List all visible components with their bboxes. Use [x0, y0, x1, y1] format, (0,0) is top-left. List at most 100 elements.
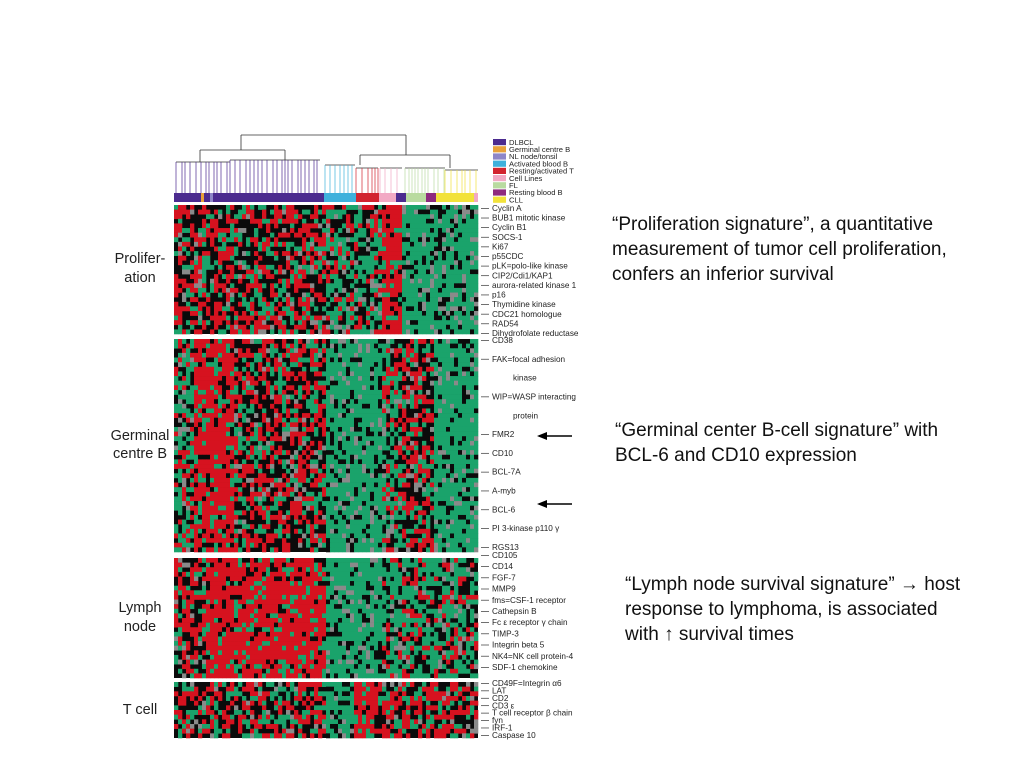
left-arrow-icon — [537, 432, 572, 440]
legend-label: NL node/tonsil — [509, 152, 558, 161]
gene-label: WIP=WASP interacting — [492, 392, 576, 401]
gene-label: CD10 — [492, 449, 513, 458]
gene-label: Thymidine kinase — [492, 300, 556, 309]
sample-bar-segment — [204, 193, 210, 202]
gene-label: RAD54 — [492, 319, 519, 328]
gene-label: PI 3-kinase p110 γ — [492, 524, 560, 533]
legend-swatch — [493, 160, 506, 167]
sample-bar-segment — [210, 193, 213, 202]
left-arrow-icon — [537, 500, 572, 508]
sample-type-bar — [174, 193, 478, 202]
gene-label: Fc ε receptor γ chain — [492, 618, 568, 627]
heatmap-block — [174, 558, 479, 679]
gene-label: Dihydrofolate reductase — [492, 329, 579, 338]
germinal-center-annotation: “Germinal center B-cell signature” with … — [615, 420, 939, 466]
legend-label: CLL — [509, 195, 523, 204]
gene-label: LAT — [492, 686, 506, 695]
gene-label: CD38 — [492, 336, 513, 345]
proliferation-annotation: “Proliferation signature”, a quantitativ… — [612, 214, 947, 285]
gene-label: Cyclin B1 — [492, 223, 527, 232]
dendrogram-cluster — [324, 164, 355, 193]
gene-label: pLK=polo-like kinase — [492, 262, 568, 271]
gene-label: Cathepsin B — [492, 607, 537, 616]
sample-bar-segment — [396, 193, 406, 202]
section-label: node — [124, 619, 156, 635]
sample-bar-segment — [474, 193, 478, 202]
gene-label: kinase — [513, 374, 537, 383]
sample-bar-segment — [201, 193, 204, 202]
gene-label: RGS13 — [492, 543, 519, 552]
gene-label: Caspase 10 — [492, 731, 536, 740]
dendrogram-branch — [199, 149, 451, 168]
dendrogram-cluster — [379, 167, 402, 193]
sample-bar-segment — [213, 193, 324, 202]
legend-label: DLBCL — [509, 138, 533, 147]
gene-label: p16 — [492, 291, 506, 300]
gene-label: SDF-1 chemokine — [492, 663, 558, 672]
gene-label: SOCS-1 — [492, 233, 523, 242]
sample-bar-segment — [174, 193, 201, 202]
heatmap — [174, 205, 479, 739]
arrows — [537, 432, 572, 508]
legend-swatch — [493, 189, 506, 196]
legend-label: Resting/activated T — [509, 167, 574, 176]
dendrogram-cluster — [175, 161, 230, 193]
legend-swatch — [493, 167, 506, 174]
gene-label: NK4=NK cell protein-4 — [492, 652, 574, 661]
gene-label: CD14 — [492, 562, 513, 571]
section-label: Prolifer- — [115, 251, 166, 267]
gene-label: CD2 — [492, 694, 509, 703]
sample-bar-segment — [426, 193, 436, 202]
gene-label: BCL-6 — [492, 505, 516, 514]
gene-label: protein — [513, 411, 538, 420]
legend-swatch — [493, 182, 506, 189]
legend-swatch — [493, 196, 506, 203]
section-label: ation — [124, 270, 155, 286]
gene-label: CDC21 homologue — [492, 310, 562, 319]
dendrogram-cluster — [355, 167, 379, 193]
sample-bar-segment — [324, 193, 356, 202]
legend-swatch — [493, 175, 506, 182]
gene-label: Integrin beta 5 — [492, 641, 545, 650]
lymph-node-annotation: “Lymph node survival signature” → host r… — [625, 574, 961, 645]
sample-bar-segment — [379, 193, 396, 202]
gene-label: FAK=focal adhesion — [492, 355, 566, 364]
gene-label: CD49F=Integrin α6 — [492, 679, 562, 688]
dendrogram-root — [240, 134, 407, 155]
gene-label: FGF-7 — [492, 573, 516, 582]
gene-label: A-myb — [492, 487, 516, 496]
legend-label: Resting blood B — [509, 188, 563, 197]
gene-label: p55CDC — [492, 252, 523, 261]
section-label: T cell — [123, 702, 157, 718]
legend-label: Cell Lines — [509, 174, 543, 183]
legend-swatch — [493, 153, 506, 160]
gene-label: FMR2 — [492, 430, 515, 439]
legend-label: Germinal centre B — [509, 145, 570, 154]
heatmap-block — [174, 205, 479, 335]
section-label: Germinal — [111, 428, 170, 444]
sample-bar-segment — [406, 193, 426, 202]
heatmap-block — [174, 339, 479, 553]
sample-dendrogram — [175, 134, 478, 193]
legend-swatch — [493, 139, 506, 146]
gene-label: Cyclin A — [492, 204, 522, 213]
gene-label: BCL-7A — [492, 468, 521, 477]
section-label: centre B — [113, 446, 167, 462]
sample-bar-segment — [356, 193, 379, 202]
gene-label: CD105 — [492, 551, 518, 560]
gene-label: TIMP-3 — [492, 629, 519, 638]
gene-label: MMP9 — [492, 585, 516, 594]
gene-label: CD3 ε — [492, 701, 515, 710]
gene-label: BUB1 mitotic kinase — [492, 214, 566, 223]
gene-label: CIP2/Cdi1/KAP1 — [492, 271, 553, 280]
gene-label: IRF-1 — [492, 724, 513, 733]
heatmap-block — [174, 682, 479, 739]
gene-label: Ki67 — [492, 242, 509, 251]
dendrogram-cluster — [404, 167, 445, 193]
dendrogram-cluster — [229, 159, 320, 193]
section-label: Lymph — [119, 600, 162, 616]
legend-swatch — [493, 146, 506, 153]
